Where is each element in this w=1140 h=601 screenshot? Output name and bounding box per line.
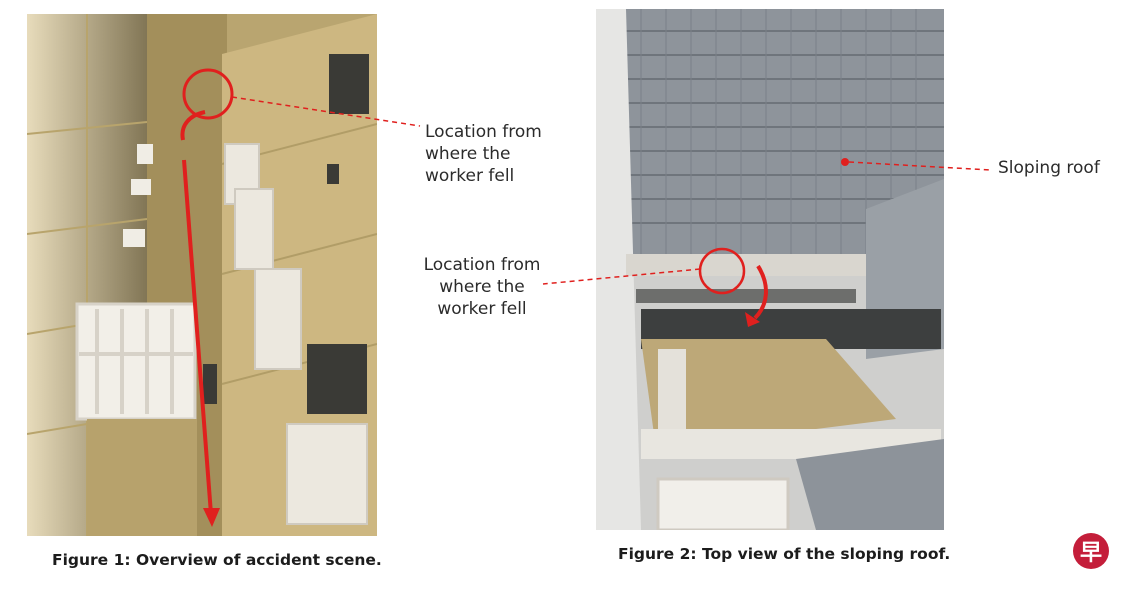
figure1-caption: Figure 1: Overview of accident scene. [52,551,382,569]
annot2-line1: Location from [423,255,541,275]
sloping-roof-photo [596,9,944,530]
sloping-roof-label: Sloping roof [998,157,1128,179]
publisher-logo: 早 [1073,533,1109,569]
figure2-caption: Figure 2: Top view of the sloping roof. [618,545,951,563]
accident-scene-illustration [27,14,377,536]
annot1-line2: where the [425,144,511,164]
fall-location-label-1: Location from where the worker fell [425,121,585,187]
annot2-line3: worker fell [437,299,527,319]
sloping-roof-illustration [596,9,944,530]
annot2-line2: where the [439,277,525,297]
roof-label-text: Sloping roof [998,158,1100,178]
annot1-line3: worker fell [425,166,515,186]
fall-location-label-2: Location from where the worker fell [412,254,552,320]
accident-scene-photo [27,14,377,536]
annot1-line1: Location from [425,122,542,142]
